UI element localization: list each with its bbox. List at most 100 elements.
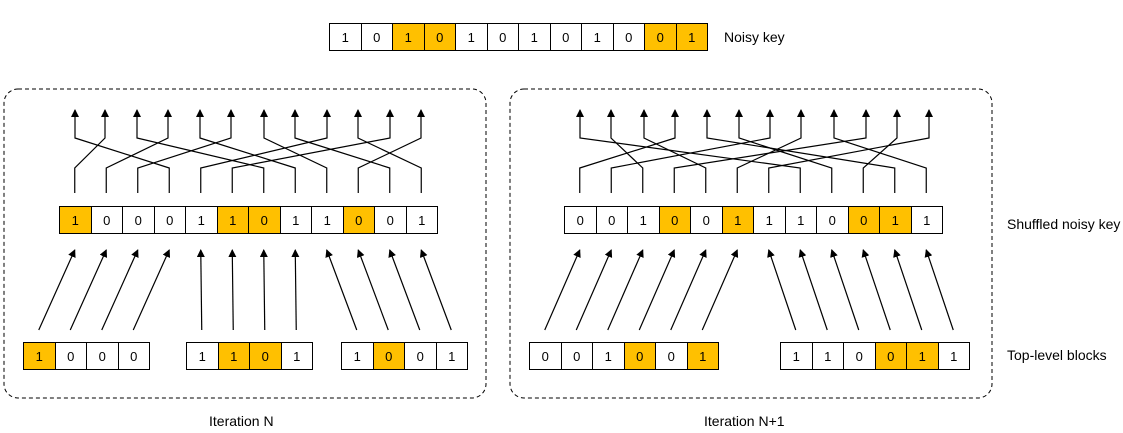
top-level-block-bit: 0 <box>249 342 282 370</box>
top-level-block-bit: 1 <box>780 342 813 370</box>
shuffled-key-bit: 0 <box>658 206 691 234</box>
top-level-block-bit: 0 <box>843 342 876 370</box>
shuffled-key-bit: 0 <box>122 206 155 234</box>
shuffled-key-bit: 0 <box>847 206 880 234</box>
permutation-wire <box>576 109 801 193</box>
block-to-shuffle-arrow <box>767 249 797 331</box>
shuffled-key-bit: 1 <box>753 206 786 234</box>
permutation-wire <box>291 109 391 193</box>
permutation-wire <box>260 109 328 193</box>
noisy-key-bit: 1 <box>329 23 362 51</box>
block-to-shuffle-arrow <box>132 249 171 331</box>
block-to-shuffle-arrow <box>38 249 76 331</box>
block-to-shuffle-arrow <box>419 249 452 331</box>
shuffled-key-bit: 1 <box>216 206 249 234</box>
shuffled-key-bit: 0 <box>374 206 407 234</box>
noisy-key-bit: 0 <box>612 23 645 51</box>
permutation-wire <box>735 109 833 193</box>
noisy-key-label: Noisy key <box>724 29 785 45</box>
permutation-wire <box>354 109 422 193</box>
noisy-key-bit: 1 <box>518 23 551 51</box>
top-level-block-bit: 0 <box>54 342 87 370</box>
shuffled-key-bit: 0 <box>595 206 628 234</box>
block-to-shuffle-arrow <box>228 249 237 331</box>
block-to-shuffle-arrow <box>607 249 644 331</box>
block-to-shuffle-arrow <box>544 249 581 331</box>
top-level-block-bit: 1 <box>23 342 56 370</box>
top-level-block-bit: 0 <box>372 342 405 370</box>
top-level-block-bit: 1 <box>217 342 250 370</box>
shuffled-key-bit: 0 <box>564 206 597 234</box>
permutation-wire <box>830 109 927 193</box>
top-level-block-bit: 1 <box>341 342 374 370</box>
top-level-block-bit: 0 <box>874 342 907 370</box>
permutation-wire <box>607 109 644 193</box>
permutation-wire <box>105 109 172 193</box>
iteration-panel-frame <box>509 88 993 399</box>
noisy-key-bit: 0 <box>423 23 456 51</box>
noisy-key-bit: 1 <box>581 23 614 51</box>
top-level-block-bit: 1 <box>811 342 844 370</box>
shuffled-key-bit: 0 <box>153 206 186 234</box>
shuffled-key-bit: 1 <box>627 206 660 234</box>
block-to-shuffle-arrow <box>291 249 300 331</box>
block-to-shuffle-arrow <box>575 249 613 331</box>
shuffled-key-bit: 1 <box>721 206 754 234</box>
top-level-block-bit: 1 <box>686 342 719 370</box>
top-level-block-bit: 0 <box>117 342 150 370</box>
permutation-wire <box>74 109 109 193</box>
shuffled-key-bit: 0 <box>816 206 849 234</box>
block-to-shuffle-arrow <box>356 249 389 331</box>
block-to-shuffle-arrow <box>670 249 707 331</box>
permutation-wire <box>768 109 933 193</box>
shuffled-key-bit: 0 <box>690 206 723 234</box>
shuffled-noisy-key-label: Shuffled noisy key <box>1007 216 1121 232</box>
top-level-block-bit: 1 <box>186 342 219 370</box>
top-level-block-bit: 0 <box>655 342 688 370</box>
top-level-blocks-label: Top-level blocks <box>1007 347 1107 363</box>
shuffled-key-bit: 1 <box>784 206 817 234</box>
shuffled-key-bit: 1 <box>279 206 312 234</box>
permutation-wire <box>610 109 774 193</box>
block-to-shuffle-arrow <box>196 249 205 331</box>
shuffled-key-bit: 1 <box>185 206 218 234</box>
caption-iteration-n: Iteration N <box>209 413 274 429</box>
permutation-wire <box>736 109 805 193</box>
noisy-key-bit: 0 <box>486 23 519 51</box>
shuffled-key-bit: 1 <box>311 206 344 234</box>
block-to-shuffle-arrow <box>69 249 108 331</box>
noisy-key-bit: 1 <box>675 23 708 51</box>
permutation-wire <box>579 109 679 193</box>
caption-iteration-n-plus-1: Iteration N+1 <box>704 413 785 429</box>
top-level-block-bit: 0 <box>404 342 437 370</box>
permutation-wire <box>640 109 707 193</box>
noisy-key-bit: 0 <box>549 23 582 51</box>
block-to-shuffle-arrow <box>388 249 421 331</box>
block-to-shuffle-arrow <box>101 249 139 331</box>
permutation-wire <box>133 109 265 193</box>
permutation-wire <box>231 109 394 193</box>
top-level-block-bit: 1 <box>906 342 939 370</box>
noisy-key-bit: 0 <box>360 23 393 51</box>
top-level-block-bit: 1 <box>280 342 313 370</box>
block-to-shuffle-arrow <box>701 249 739 331</box>
block-to-shuffle-arrow <box>638 249 676 331</box>
top-level-block-bit: 1 <box>592 342 625 370</box>
block-to-shuffle-arrow <box>893 249 923 331</box>
permutation-wire <box>703 109 896 193</box>
top-level-block-bit: 0 <box>86 342 119 370</box>
noisy-key-bit: 1 <box>392 23 425 51</box>
permutation-wire <box>196 109 296 193</box>
top-level-block-bit: 0 <box>529 342 562 370</box>
block-to-shuffle-arrow <box>861 249 891 331</box>
permutation-wire <box>137 109 235 193</box>
top-level-block-bit: 1 <box>435 342 468 370</box>
noisy-key-bit: 1 <box>455 23 488 51</box>
block-to-shuffle-arrow <box>325 249 358 331</box>
shuffled-key-bit: 1 <box>405 206 438 234</box>
permutation-wire <box>200 109 331 193</box>
block-to-shuffle-arrow <box>259 249 268 331</box>
top-level-block-bit: 1 <box>937 342 970 370</box>
block-to-shuffle-arrow <box>798 249 828 331</box>
